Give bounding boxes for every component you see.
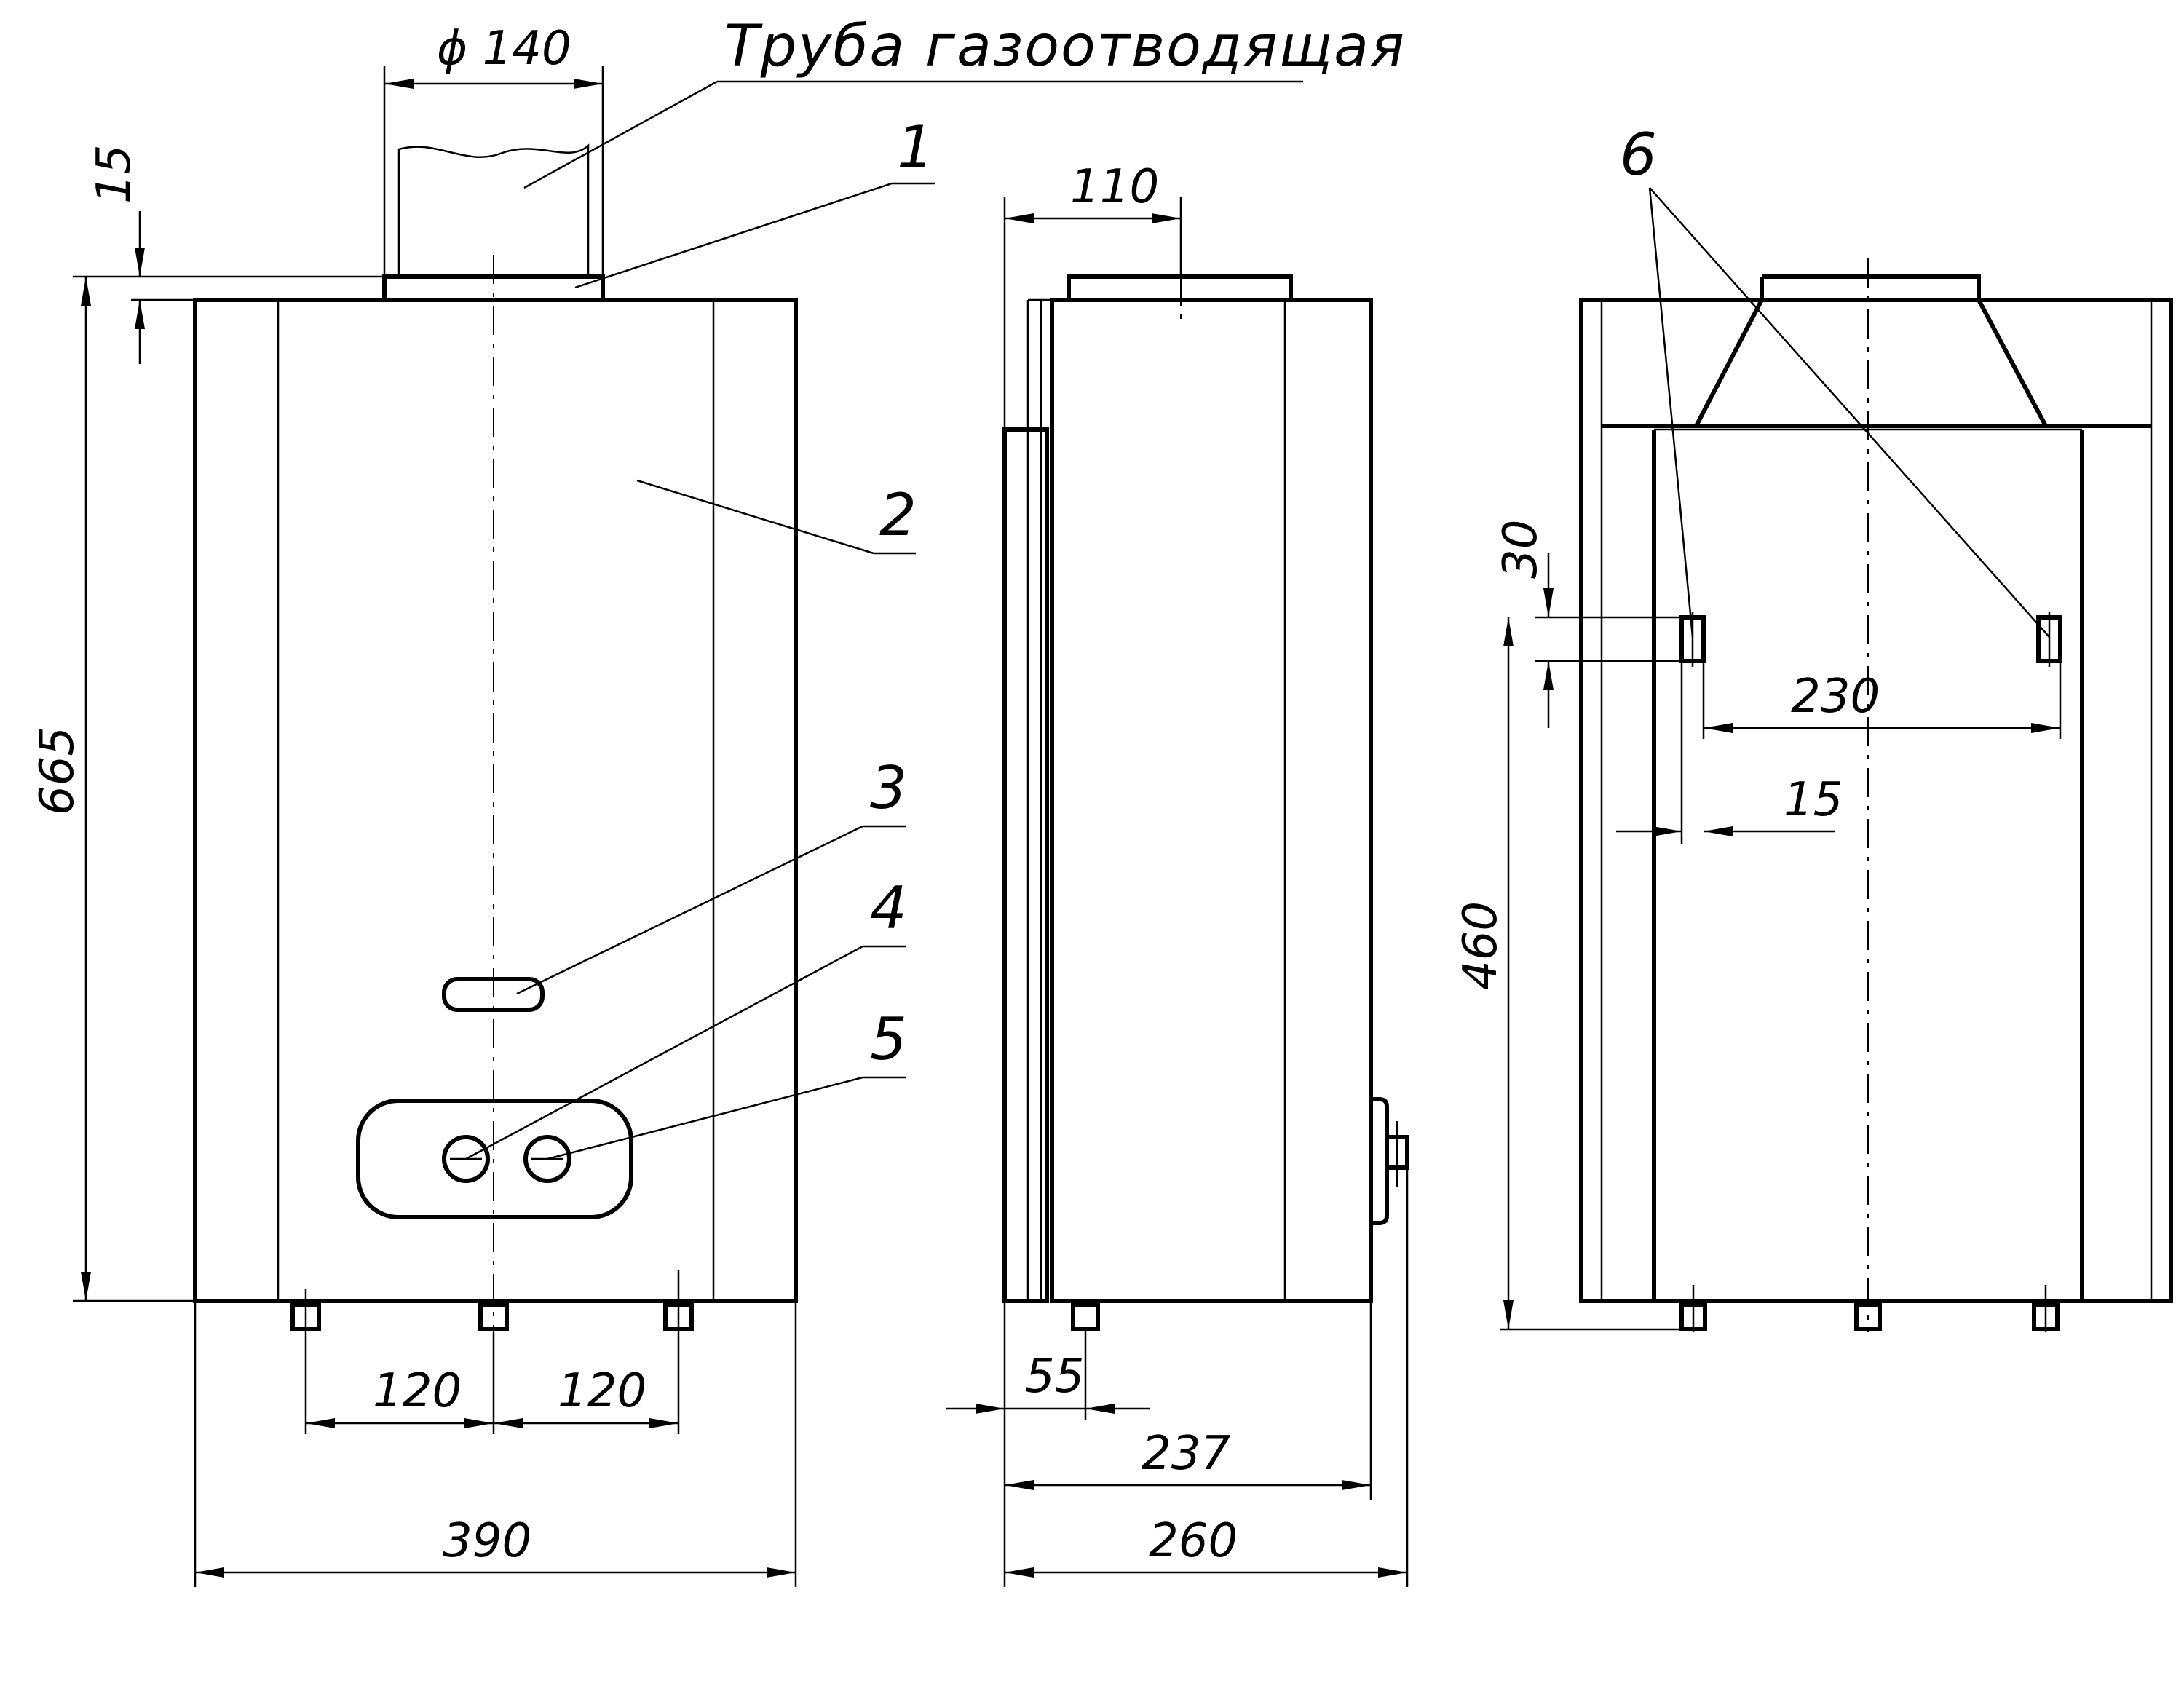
dim-spacing-left: 120 [373,1364,462,1418]
rear-connector-center [1854,1302,1882,1331]
callout-2: 2 [879,481,917,549]
front-body-outline [193,298,798,1303]
flue-pipe-label: Труба газоотводящая [724,14,1406,79]
rear-callouts: 6 [1620,121,2050,638]
front-callouts: Труба газоотводящая 1 2 3 4 5 [465,14,1406,1160]
dim-side-connector-offset: 55 [1025,1350,1084,1404]
flue-pipe [397,143,590,277]
dim-side-flue-offset: 110 [1070,160,1159,214]
bottom-connector-left [290,1289,321,1332]
callout-3: 3 [870,754,907,822]
side-bottom-connector [1071,1302,1100,1331]
dim-side-depth-body: 237 [1142,1427,1230,1481]
callout-6: 6 [1620,121,1657,189]
dim-mount-hole-offset: 15 [1784,773,1843,827]
side-dimensions: 110 55 237 260 [946,160,1409,1587]
control-knob-left [442,1135,490,1183]
callout-1: 1 [897,114,934,181]
indicator-window [442,977,545,1012]
control-panel [356,1099,633,1219]
dim-front-width: 390 [443,1514,531,1568]
rear-dimensions: 30 230 15 460 [1454,520,2062,1331]
dim-side-depth-total: 260 [1149,1514,1238,1568]
dim-mount-height: 460 [1454,901,1508,990]
dim-mount-hole-height: 30 [1494,520,1548,579]
side-mount-plate [1002,427,1049,1303]
front-dimensions: ϕ 140 15 665 120 120 390 [31,22,797,1587]
callout-4: 4 [870,874,907,942]
dim-mount-hole-spacing: 230 [1791,670,1880,724]
side-control-housing [1371,1097,1389,1225]
side-view [1002,274,1409,1331]
side-flue-collar [1067,274,1293,302]
control-knob-right [523,1135,571,1183]
bottom-connector-center [478,1302,509,1331]
callout-5: 5 [870,1005,907,1073]
dim-spacing-right: 120 [558,1364,646,1418]
bottom-connector-right [663,1270,694,1332]
dim-flue-diameter: ϕ 140 [437,22,571,76]
front-view [193,143,798,1332]
rear-view [1579,258,2173,1332]
side-body-outline [1050,298,1373,1303]
dim-total-height: 665 [31,727,84,815]
dim-top-gap: 15 [87,145,141,204]
